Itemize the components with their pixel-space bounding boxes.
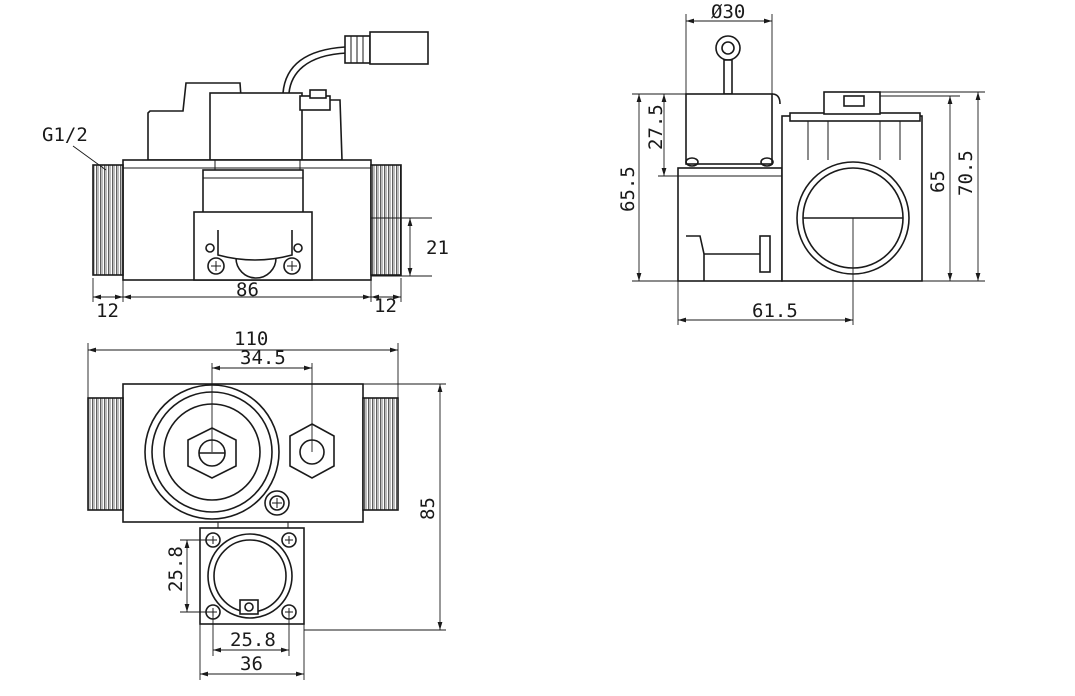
thread-top-right [362, 397, 399, 511]
thread-spec-label: G1/2 [42, 124, 88, 146]
dim-12-right: 12 [374, 295, 397, 317]
cable [282, 46, 346, 94]
dim-65-5: 65.5 [617, 166, 639, 212]
dim-34-5: 34.5 [240, 347, 286, 369]
screw [283, 257, 301, 275]
screw [281, 532, 297, 548]
dim-110: 110 [234, 328, 268, 350]
coil-housing [685, 93, 773, 165]
dim-12-left: 12 [96, 300, 119, 322]
dim-85: 85 [417, 497, 439, 520]
valve-body-side [781, 115, 923, 282]
thread-right [370, 164, 402, 276]
dim-diameter-30: Ø30 [711, 1, 745, 23]
dim-65: 65 [927, 170, 949, 193]
lifting-ring [715, 35, 741, 61]
dim-27-5: 27.5 [645, 104, 667, 150]
dim-25-8-vertical: 25.8 [165, 546, 187, 592]
dim-70-5: 70.5 [955, 150, 977, 196]
top-view: 110 34.5 85 25.8 25.8 36 [87, 328, 446, 680]
dim-25-8-horizontal: 25.8 [230, 629, 276, 651]
dim-21: 21 [426, 237, 449, 259]
front-view: G1/2 21 86 12 12 [42, 31, 449, 322]
screw [207, 257, 225, 275]
dim-61-5: 61.5 [752, 300, 798, 322]
dim-36: 36 [240, 653, 263, 675]
side-view: Ø30 27.5 65.5 65 70.5 61.5 [617, 1, 985, 325]
thread-left [92, 164, 124, 276]
dim-86: 86 [236, 279, 259, 301]
thread-top-left [87, 397, 124, 511]
